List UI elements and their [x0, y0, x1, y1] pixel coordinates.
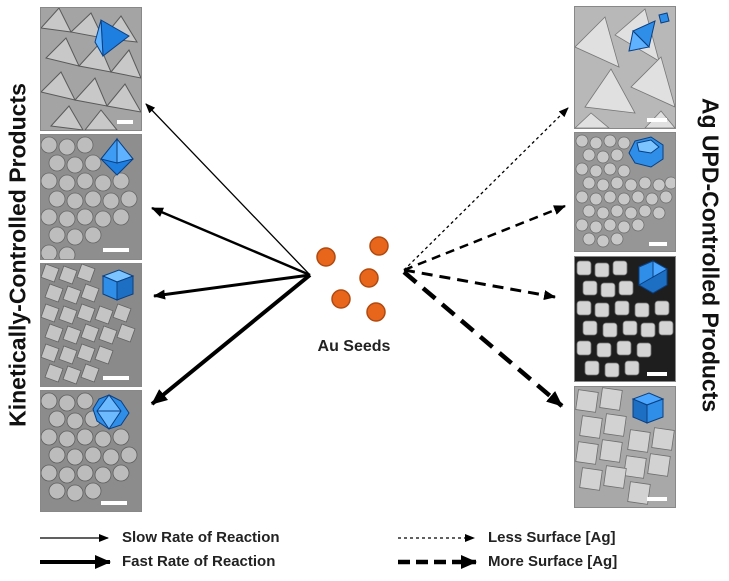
arrow-more-ag — [402, 270, 564, 408]
seed-dot — [316, 247, 336, 267]
octahedron-icon — [100, 137, 134, 176]
arrow-less-ag — [403, 107, 569, 271]
cube-icon — [101, 269, 135, 301]
arrow-medium — [151, 206, 311, 277]
arrow-fast — [153, 273, 311, 300]
left-panel-2 — [40, 134, 142, 260]
sem-rhombic — [575, 257, 675, 381]
cube-icon — [631, 392, 665, 424]
sem-triangles — [41, 8, 141, 130]
arrow-slow — [145, 103, 311, 276]
tetrahedron-icon — [628, 12, 670, 52]
legend-less-ag-label: Less Surface [Ag] — [488, 529, 616, 546]
sem-large-cubes — [575, 387, 675, 507]
arrow-high-ag — [403, 268, 556, 300]
sem-cubes — [41, 264, 141, 386]
au-seeds — [316, 236, 389, 322]
tetrahedron-icon — [94, 19, 130, 57]
legend-more-ag-label: More Surface [Ag] — [488, 553, 618, 570]
seed-dot — [359, 268, 379, 288]
left-panel-4 — [40, 390, 142, 512]
sem-large-tetrahedra — [575, 7, 675, 128]
legend-fast-label: Fast Rate of Reaction — [122, 553, 276, 570]
truncated-octahedron-icon — [628, 136, 664, 168]
au-seeds-label: Au Seeds — [317, 338, 391, 355]
left-panel-3 — [40, 263, 142, 387]
arrow-fastest — [150, 273, 312, 406]
star-octahedron-icon — [92, 394, 130, 430]
arrow-moderate-ag — [403, 204, 566, 272]
sem-octahedra — [41, 135, 141, 259]
sem-stars — [41, 391, 141, 511]
right-panel-4 — [574, 386, 676, 508]
sem-truncated — [575, 133, 675, 251]
seed-dot — [369, 236, 389, 256]
right-panel-1 — [574, 6, 676, 129]
seed-dot — [366, 302, 386, 322]
seed-dot — [331, 289, 351, 309]
left-panel-1 — [40, 7, 142, 131]
right-panel-3 — [574, 256, 676, 382]
rhombic-dodecahedron-icon — [638, 260, 669, 294]
right-panel-2 — [574, 132, 676, 252]
legend-slow-label: Slow Rate of Reaction — [122, 529, 280, 546]
